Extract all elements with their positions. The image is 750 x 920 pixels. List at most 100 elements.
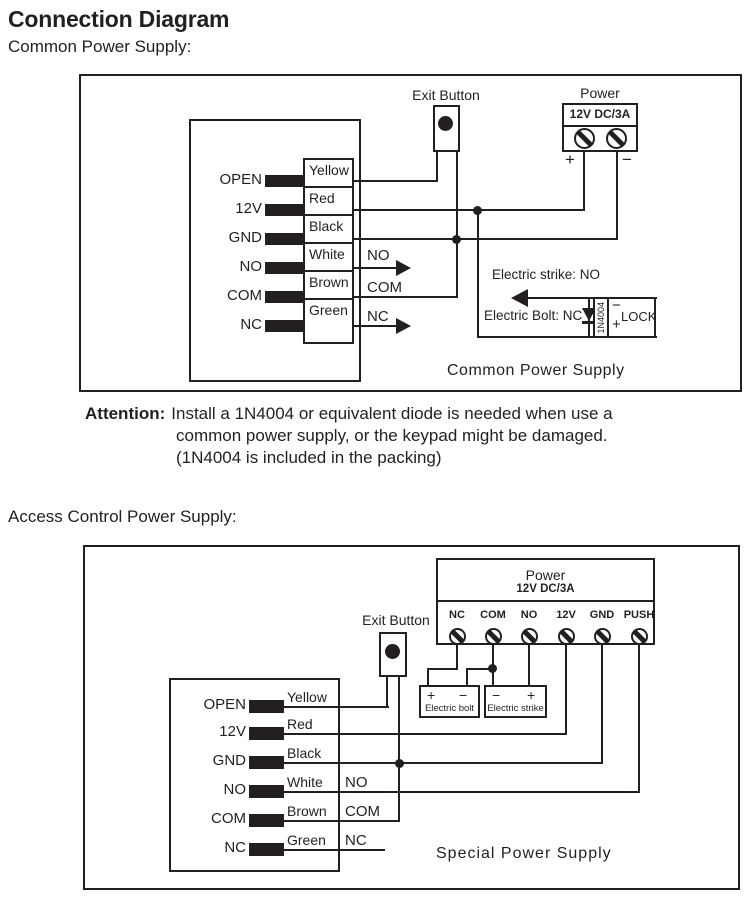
terminal-pin-nc-2 [249, 843, 284, 856]
power-terminal-12v-2: 12V [556, 609, 576, 621]
terminal-pin-no-2 [249, 785, 284, 798]
power-screw-push-2 [631, 628, 648, 645]
terminal-pin-gnd-1 [265, 233, 304, 245]
terminal-label-nc-1: NC [240, 316, 262, 333]
lock-top-wire-1 [526, 297, 657, 299]
wire-gnd-down-2 [601, 645, 603, 764]
exit-button-dot-2 [385, 644, 400, 659]
terminal-pin-com-2 [249, 814, 284, 827]
terminal-label-com-1: COM [227, 287, 262, 304]
wire-green-2 [283, 849, 385, 851]
power-minus-wire-1 [616, 151, 618, 240]
wire-yellow-2 [283, 706, 389, 708]
diode-triangle-icon [582, 308, 596, 321]
wire-green-nc-1 [354, 325, 397, 327]
wire-push-down-2 [638, 645, 640, 793]
page-title: Connection Diagram [8, 6, 230, 32]
strike-label: Electric strike [487, 703, 544, 714]
power-screw-plus-1 [574, 128, 595, 149]
electric-strike-box: − + Electric strike [484, 685, 547, 718]
attention-label: Attention: [85, 404, 166, 423]
wire-color-green-1: Green [309, 302, 348, 318]
diagram-caption-1: Common Power Supply [447, 362, 625, 379]
terminal-label-no-1: NO [239, 258, 263, 275]
wire-black-2 [283, 762, 603, 764]
power-screw-12v-2 [558, 628, 575, 645]
lock-plus-sign: + [612, 316, 621, 333]
power-screw-com-2 [485, 628, 502, 645]
relay-label-com-2: COM [345, 803, 380, 820]
power-rating-2: 12V DC/3A [516, 583, 575, 595]
lock-minus-sign: − [612, 297, 621, 314]
wire-nc-to-bolt-2 [427, 668, 429, 686]
lock-left-wire-1 [477, 209, 479, 338]
wire-com-across-2 [466, 668, 494, 670]
terminal-pin-nc-1 [265, 320, 304, 332]
diode-cathode-bar-icon [582, 321, 596, 324]
diode-label-1: 1N4004 [596, 301, 606, 334]
lock-label: LOCK [621, 309, 657, 324]
terminal-pin-open-2 [249, 700, 284, 713]
attention-line-1: Attention: Install a 1N4004 or equivalent… [85, 404, 613, 424]
wire-color-brown-1: Brown [305, 272, 352, 300]
power-label-1: Power [580, 85, 620, 101]
exit-button-wire-right-1 [456, 151, 458, 298]
terminal-label-open-1: OPEN [219, 171, 262, 188]
wire-color-black-1: Black [305, 216, 352, 244]
wire-com-to-bolt-2 [466, 668, 468, 686]
terminal-label-gnd-2: GND [212, 752, 246, 769]
wire-brown-2 [283, 820, 400, 822]
terminal-pin-12v-2 [249, 727, 284, 740]
attention-line-2: common power supply, or the keypad might… [176, 426, 608, 445]
wire-yellow-1 [354, 180, 438, 182]
diagram-special-frame [83, 545, 740, 890]
wire-color-white-1: White [305, 244, 352, 272]
wire-color-red-1: Red [305, 188, 352, 216]
terminal-label-12v-1: 12V [235, 200, 262, 217]
bolt-label: Electric bolt [424, 703, 475, 714]
arrow-nc-1 [396, 318, 411, 334]
junction-dot-black-1 [452, 235, 461, 244]
wire-12v-down-2 [565, 645, 567, 735]
wire-color-black-2: Black [287, 745, 322, 761]
exit-button-label-1: Exit Button [412, 87, 480, 103]
wire-white-2 [283, 791, 640, 793]
exit-button-wire-left-1 [436, 151, 438, 182]
relay-label-no-2: NO [345, 774, 368, 791]
wire-red-2 [283, 733, 567, 735]
relay-label-nc-1: NC [367, 308, 389, 325]
exit-button-label-2: Exit Button [362, 612, 430, 628]
lock-bottom-wire-1 [477, 336, 657, 338]
wire-black-1 [354, 238, 618, 240]
terminal-label-open-2: OPEN [203, 696, 246, 713]
strike-minus-sign: − [492, 687, 501, 703]
power-terminal-nc-2: NC [449, 609, 465, 621]
terminal-label-com-2: COM [211, 810, 246, 827]
diagram-common-frame [79, 74, 742, 392]
bolt-plus-sign: + [427, 687, 436, 703]
relay-label-nc-2: NC [345, 832, 367, 849]
wire-color-yellow-1: Yellow [305, 160, 352, 188]
terminal-pin-open-1 [265, 175, 304, 187]
attention-text-1: Install a 1N4004 or equivalent diode is … [171, 404, 613, 423]
power-terminal-no-2: NO [520, 609, 538, 621]
wire-color-white-2: White [287, 774, 323, 790]
terminal-label-gnd-1: GND [228, 229, 262, 246]
power-terminal-push-2: PUSH [623, 609, 655, 621]
terminal-label-no-2: NO [223, 781, 247, 798]
power-screw-no-2 [521, 628, 538, 645]
bolt-note-1: Electric Bolt: NC [484, 308, 583, 323]
junction-dot-com-2 [488, 664, 497, 673]
wire-color-yellow-2: Yellow [287, 689, 327, 705]
wire-nc-across-2 [427, 668, 458, 670]
terminal-label-nc-2: NC [224, 839, 246, 856]
wire-color-red-2: Red [287, 716, 313, 732]
wire-white-no-1 [354, 267, 397, 269]
relay-label-com-1: COM [367, 279, 402, 296]
exit-button-wire-right-2 [398, 677, 400, 822]
power-minus-sign-1: − [622, 150, 632, 169]
power-rating-1: 12V DC/3A [564, 105, 636, 127]
wire-color-table-1: Yellow Red Black White Brown Green [303, 158, 354, 344]
power-label-2: Power [525, 567, 566, 583]
